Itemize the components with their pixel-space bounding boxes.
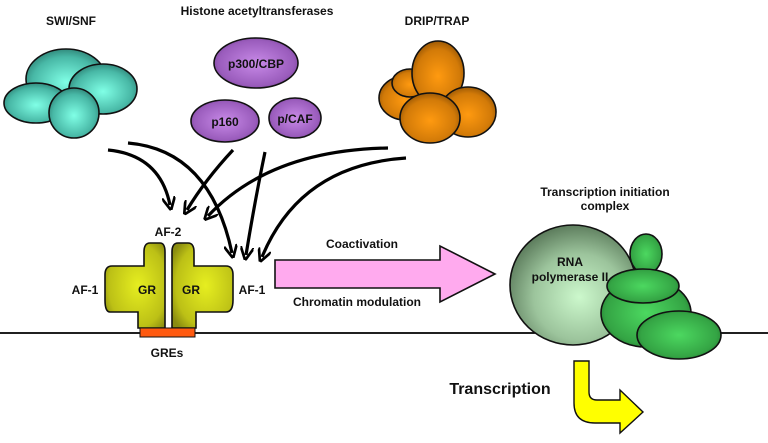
coactivation-label: Coactivation xyxy=(326,237,398,251)
initiation-complex-heading-1: Transcription initiation xyxy=(540,185,669,199)
chromatin-modulation-label: Chromatin modulation xyxy=(293,295,421,309)
swi-snf-complex xyxy=(3,48,138,139)
swi-snf-label: SWI/SNF xyxy=(46,14,96,28)
drip-trap-label: DRIP/TRAP xyxy=(405,14,470,28)
gr-left-label: GR xyxy=(138,283,156,297)
gr-dimer: GR GR xyxy=(104,242,234,329)
af2-label: AF-2 xyxy=(155,225,182,239)
gre-element xyxy=(139,327,196,338)
p160: p160 xyxy=(190,99,260,143)
arrow-swisnf-to-af1 xyxy=(127,141,232,253)
coactivation-arrow xyxy=(274,244,497,304)
arrow-p160-to-af2 xyxy=(187,148,235,210)
general-transcription-factors xyxy=(600,233,722,360)
af1-left-label: AF-1 xyxy=(72,283,99,297)
af1-right-label: AF-1 xyxy=(239,283,266,297)
arrow-driptrap-to-af1 xyxy=(262,156,407,257)
recruitment-arrows xyxy=(107,141,407,257)
gtf-subunit xyxy=(636,310,722,360)
rna-pol-label-2: polymerase II xyxy=(532,270,609,284)
p160-label: p160 xyxy=(211,115,239,129)
gr-monomer-left xyxy=(104,242,166,329)
transcription-arrow xyxy=(573,360,645,435)
arrow-swisnf-to-af2 xyxy=(107,148,170,205)
p-caf-label: p/CAF xyxy=(277,112,312,126)
swi-snf-subunit xyxy=(48,87,100,139)
arrow-pcaf-to-af1 xyxy=(246,151,267,255)
drip-trap-complex xyxy=(378,40,497,144)
hats-label: Histone acetyltransferases xyxy=(181,4,334,18)
transcription-label: Transcription xyxy=(449,381,550,398)
gres-label: GREs xyxy=(151,346,184,360)
p300-cbp-label: p300/CBP xyxy=(228,57,284,71)
rna-pol-label-1: RNA xyxy=(557,255,583,269)
arrow-driptrap-to-af2 xyxy=(208,146,389,216)
gr-right-label: GR xyxy=(182,283,200,297)
gtf-subunit xyxy=(606,268,680,304)
gr-monomer-right xyxy=(171,242,234,329)
drip-trap-subunit xyxy=(399,92,461,144)
p300-cbp: p300/CBP xyxy=(213,37,299,89)
initiation-complex-heading-2: complex xyxy=(581,199,630,213)
p-caf: p/CAF xyxy=(268,97,322,139)
gtf-subunit xyxy=(629,233,663,275)
